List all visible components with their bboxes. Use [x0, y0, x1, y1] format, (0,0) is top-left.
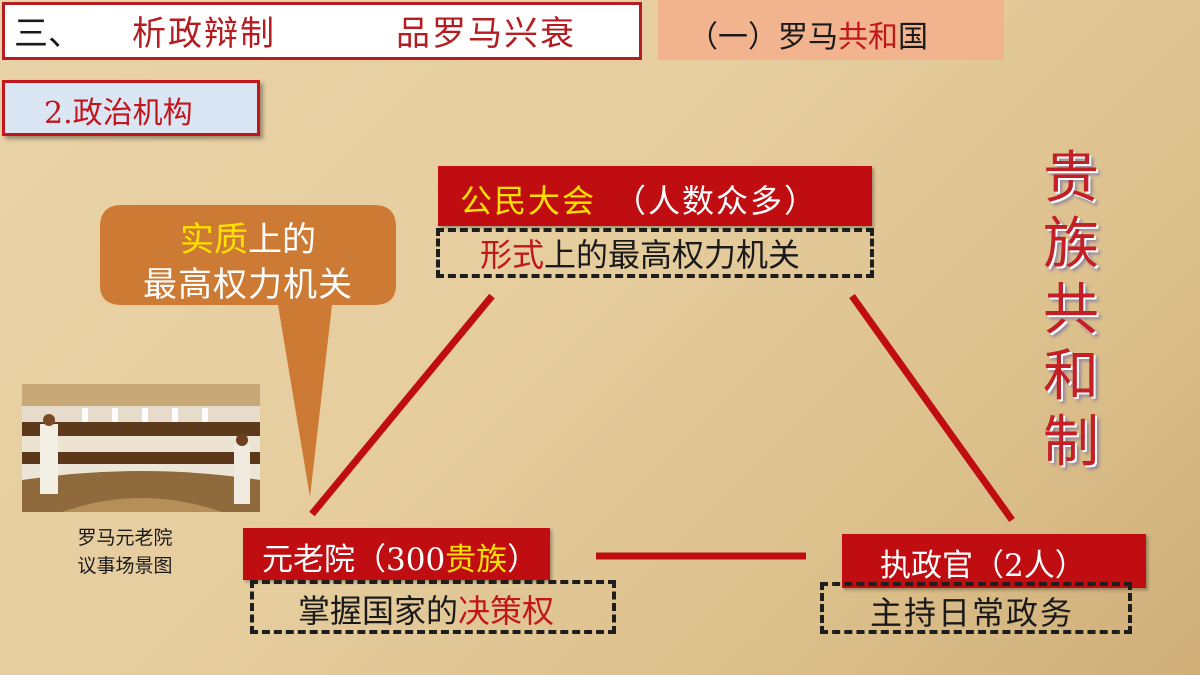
vertical-char-4: 和 [1043, 344, 1099, 409]
vertical-title: 贵 族 共 和 制 [1036, 146, 1106, 476]
callout-bubble [100, 205, 396, 497]
painting-caption-line2: 议事场景图 [77, 555, 173, 577]
header-number: 三、 [14, 14, 82, 54]
subtopic-title: （一）罗马共和国 [688, 12, 928, 56]
senate-label-suffix: ） [507, 542, 539, 578]
assembly-role-box [436, 228, 874, 278]
senate-label-box [243, 528, 550, 580]
assembly-role-highlight: 形式 [480, 236, 545, 274]
assembly-senate-connector [309, 293, 495, 517]
painting-caption-line1: 罗马元老院 [77, 527, 173, 549]
senate-painting-image [22, 384, 260, 512]
senate-label-highlight: 贵族 [445, 542, 508, 578]
subtopic-tab [658, 0, 1004, 60]
assembly-note: （人数众多） [614, 182, 819, 220]
senate-label-prefix: 元老院（300 [262, 542, 446, 578]
section-title: 2.政治机构 [44, 96, 193, 131]
callout-line1: 实质上的 [100, 212, 396, 261]
consul-label: 执政官（2人） [880, 548, 1086, 584]
header-banner [2, 2, 642, 60]
consul-label-box [842, 534, 1146, 588]
consul-role: 主持日常政务 [870, 594, 1075, 632]
senate-role-highlight: 决策权 [458, 592, 555, 630]
senate-role: 掌握国家的决策权 [298, 586, 554, 632]
assembly-consul-connector [849, 293, 1015, 523]
subtopic-highlight: 共和 [838, 20, 898, 55]
header-title-part2: 品罗马兴衰 [396, 14, 576, 54]
vertical-char-2: 族 [1043, 212, 1099, 277]
header-title-part1: 析政辩制 [132, 14, 276, 54]
subtopic-prefix: （一）罗马 [688, 20, 838, 55]
vertical-char-5: 制 [1043, 410, 1099, 475]
callout-line2: 最高权力机关 [143, 265, 353, 305]
callout-line1-rest: 上的 [248, 220, 316, 260]
vertical-char-3: 共 [1043, 278, 1099, 343]
senate-label: 元老院（300贵族） [262, 534, 538, 579]
consul-role-box [820, 582, 1132, 634]
section-label-box [2, 80, 260, 136]
subtopic-suffix: 国 [898, 20, 928, 55]
assembly-role: 形式上的最高权力机关 [480, 230, 800, 276]
assembly-label-box [438, 166, 872, 226]
senate-role-prefix: 掌握国家的 [298, 592, 459, 630]
assembly-name: 公民大会 [460, 182, 597, 220]
senate-role-box [250, 580, 616, 634]
callout-highlight: 实质 [180, 220, 248, 260]
painting-caption: 罗马元老院 议事场景图 [40, 524, 210, 580]
vertical-char-1: 贵 [1043, 146, 1099, 211]
assembly-role-rest: 上的最高权力机关 [544, 236, 801, 274]
